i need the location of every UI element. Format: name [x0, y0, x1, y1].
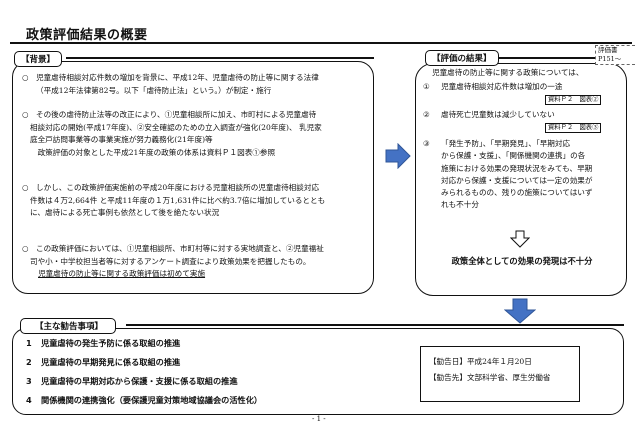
page-title: 政策評価結果の概要	[26, 28, 148, 43]
page-number: - 1 -	[312, 415, 326, 423]
result-item-3: ③「発生予防」、「早期発見」、「早期対応 から保護・支援」、「関係機関の連携」の…	[423, 139, 593, 210]
recommendation-info-box: 【勧告日】平成24年１月20日 【勧告先】文部科学省、厚生労働省	[420, 346, 580, 402]
recommendation-recipient: 【勧告先】文部科学省、厚生労働省	[429, 373, 551, 382]
background-paragraph-4: ○この政策評価においては、①児童相談所、市町村等に対する実地調査と、②児童福祉 …	[22, 243, 324, 281]
recommendations-heading: 【主な勧告事項】	[20, 318, 117, 334]
recommendation-date: 【勧告日】平成24年１月20日	[429, 357, 532, 366]
arrow-down-icon	[504, 298, 536, 324]
recommendations-tab-line	[126, 324, 624, 326]
bullet-circle-icon: ○	[22, 183, 29, 192]
background-paragraph-2: ○その後の虐待防止法等の改正により、①児童相談所に加え、市町村による児童虐待 相…	[22, 110, 322, 157]
background-paragraph-1: ○児童虐待相談対応件数の増加を背景に、平成12年、児童虐待の防止等に関する法律 …	[22, 73, 319, 95]
results-heading: 【評価の結果】	[425, 50, 499, 66]
bullet-circle-icon: ○	[22, 244, 29, 253]
background-section	[12, 61, 374, 294]
results-intro: 児童虐待の防止等に関する政策については、	[432, 68, 584, 77]
recommendations-section	[12, 328, 624, 415]
evaluation-report-reference: 評価書 P151～	[595, 45, 635, 65]
bullet-circle-icon: ○	[22, 73, 29, 82]
background-paragraph-3: ○しかし、この政策評価実施前の平成20年度における児童相談所の児童虐待相談対応 …	[22, 183, 326, 217]
arrow-right-icon	[385, 143, 411, 169]
underlined-note: 児童虐待の防止等に関する政策評価は初めて実施	[38, 269, 206, 278]
background-tab-line	[66, 57, 374, 59]
results-tab-line	[495, 57, 597, 59]
background-heading: 【背景】	[14, 51, 63, 67]
results-section	[415, 63, 627, 296]
hollow-down-arrow-icon	[510, 230, 530, 248]
reference-tag: 資料Ｐ２ 図表③	[545, 123, 602, 133]
title-divider	[10, 42, 632, 44]
bullet-circle-icon: ○	[22, 110, 29, 119]
results-conclusion: 政策全体としての効果の発現は不十分	[451, 256, 593, 266]
reference-tag: 資料Ｐ２ 図表②	[545, 95, 602, 105]
